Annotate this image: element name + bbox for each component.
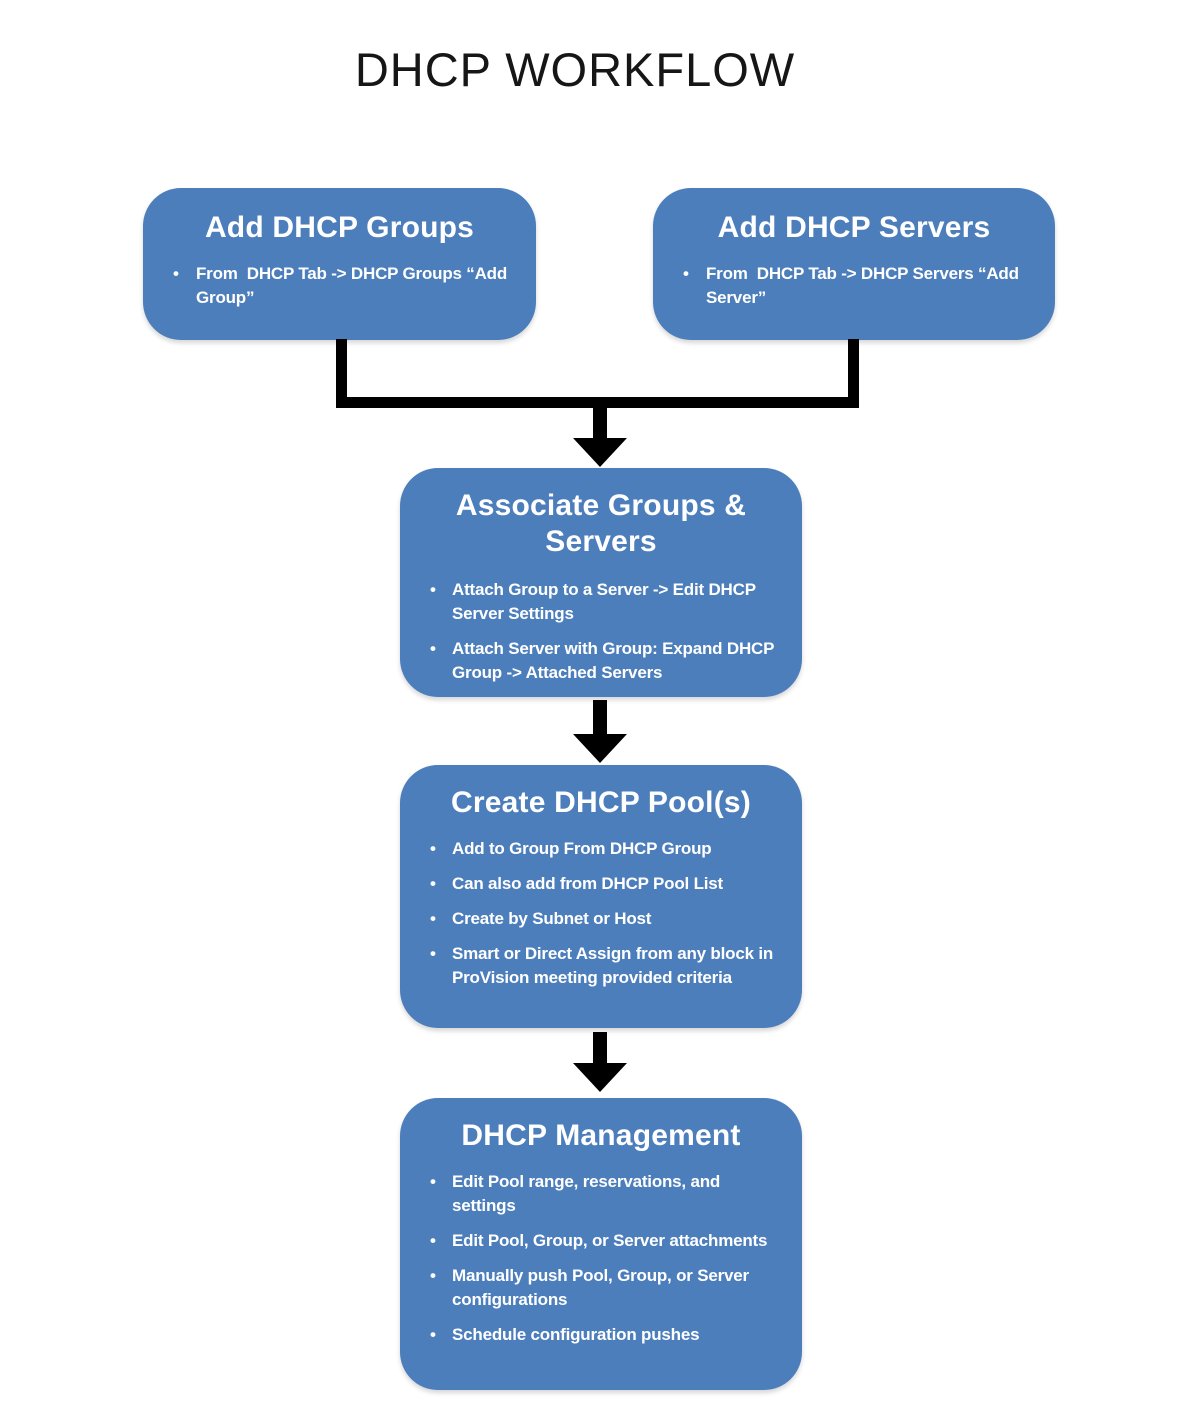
bullet-item: Smart or Direct Assign from any block in… xyxy=(400,942,778,990)
connector-left-stem xyxy=(336,339,347,408)
diagram-title: DHCP WORKFLOW xyxy=(354,43,796,96)
bullet-item: Manually push Pool, Group, or Server con… xyxy=(400,1264,778,1312)
bullet-item: From DHCP Tab -> DHCP Servers “Add Serve… xyxy=(653,262,1031,310)
box-heading-add-dhcp-servers: Add DHCP Servers xyxy=(717,211,991,244)
bullet-item: Can also add from DHCP Pool List xyxy=(400,872,778,896)
down-arrow-icon xyxy=(573,438,627,467)
flow-box-add-dhcp-servers: Add DHCP Servers From DHCP Tab -> DHCP S… xyxy=(653,188,1055,340)
bullet-list-add-dhcp-servers: From DHCP Tab -> DHCP Servers “Add Serve… xyxy=(653,262,1055,310)
box-heading-associate: Associate Groups & Servers xyxy=(455,489,747,558)
flow-box-create-dhcp-pools: Create DHCP Pool(s) Add to Group From DH… xyxy=(400,765,802,1028)
bullet-item: Attach Group to a Server -> Edit DHCP Se… xyxy=(400,578,778,626)
bullet-item: Edit Pool, Group, or Server attachments xyxy=(400,1229,778,1253)
bullet-item: Add to Group From DHCP Group xyxy=(400,837,778,861)
bullet-item: Edit Pool range, reservations, and setti… xyxy=(400,1170,778,1218)
bullet-list-management: Edit Pool range, reservations, and setti… xyxy=(400,1170,802,1347)
bullet-list-create-pools: Add to Group From DHCP Group Can also ad… xyxy=(400,837,802,990)
bullet-list-associate: Attach Group to a Server -> Edit DHCP Se… xyxy=(400,578,802,685)
bullet-item: Create by Subnet or Host xyxy=(400,907,778,931)
connector-right-stem xyxy=(848,339,859,408)
bullet-item: From DHCP Tab -> DHCP Groups “Add Group” xyxy=(143,262,512,310)
bullet-list-add-dhcp-groups: From DHCP Tab -> DHCP Groups “Add Group” xyxy=(143,262,536,310)
flow-box-dhcp-management: DHCP Management Edit Pool range, reserva… xyxy=(400,1098,802,1390)
bullet-item: Attach Server with Group: Expand DHCP Gr… xyxy=(400,637,778,685)
connector-stem xyxy=(593,700,607,735)
box-heading-management: DHCP Management xyxy=(461,1119,741,1152)
down-arrow-icon xyxy=(573,734,627,763)
flow-box-add-dhcp-groups: Add DHCP Groups From DHCP Tab -> DHCP Gr… xyxy=(143,188,536,340)
connector-horizontal-bar xyxy=(336,397,859,408)
flow-box-associate-groups-servers: Associate Groups & Servers Attach Group … xyxy=(400,468,802,697)
connector-stem xyxy=(593,1032,607,1064)
box-heading-create-pools: Create DHCP Pool(s) xyxy=(451,786,751,819)
down-arrow-icon xyxy=(573,1063,627,1092)
box-heading-add-dhcp-groups: Add DHCP Groups xyxy=(204,211,475,244)
bullet-item: Schedule configuration pushes xyxy=(400,1323,778,1347)
connector-center-stem xyxy=(593,408,607,439)
